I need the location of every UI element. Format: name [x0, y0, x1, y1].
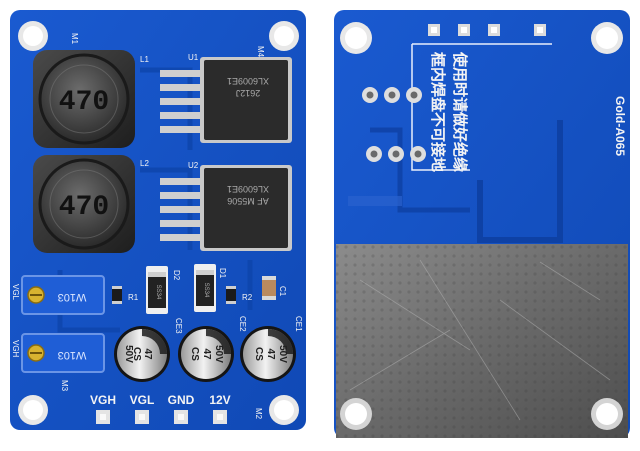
trimmer-vgl-marking: W103: [58, 291, 87, 303]
terminal-label-gnd: GND: [168, 393, 195, 407]
terminal-pads: [96, 410, 227, 424]
resistor-r1: [112, 286, 122, 304]
back-board: 框内焊盘不可接地 使用时请做好绝缘 Gold-A065: [334, 10, 630, 438]
trimmer-vgh-label: VGH: [11, 340, 20, 358]
diode-d2-ref: D2: [172, 270, 181, 281]
capacitor-c1: [262, 276, 276, 300]
back-ground-pad: [336, 244, 628, 438]
front-board: M1 M4 M3 M2 470 L1 470 L2: [10, 10, 306, 430]
cap-ce3-line2: 47: [142, 348, 153, 360]
ic-u1-marking-2: 2612J: [236, 88, 261, 98]
ic-u1-marking-1: XL6009E1: [227, 76, 269, 86]
ic-u2-marking-1: XL6009E1: [227, 184, 269, 194]
resistor-r2: [226, 286, 236, 304]
back-notice-line1: 框内焊盘不可接地: [429, 52, 447, 172]
hole-label-m3: M3: [60, 380, 69, 392]
hole-label-m4: M4: [256, 46, 265, 58]
terminal-label-vgl: VGL: [130, 393, 155, 407]
cap-ce3-ref: CE3: [174, 318, 183, 334]
cap-ce2-ref: CE2: [238, 316, 247, 332]
ic-u1: XL6009E1 2612J: [160, 57, 292, 143]
back-header-pads: [428, 24, 546, 36]
inductor-l1-value: 470: [59, 87, 109, 118]
resistor-r1-ref: R1: [128, 293, 139, 302]
back-faint-marking: [348, 196, 402, 206]
back-mounting-hole-bottom-right: [591, 398, 623, 430]
cap-ce1-line1: CS: [253, 347, 264, 361]
back-mounting-hole-bottom-left: [340, 398, 372, 430]
hole-label-m2: M2: [254, 408, 263, 420]
diode-d2-marking: SS34: [155, 285, 161, 300]
ic-u2-marking-2: AF M5506: [227, 196, 269, 206]
ic-u2: XL6009E1 AF M5506: [160, 165, 292, 251]
mounting-hole-m2: [269, 395, 299, 425]
terminal-label-12v: 12V: [209, 393, 230, 407]
cap-ce1-ref: CE1: [294, 316, 303, 332]
resistor-r2-ref: R2: [242, 293, 253, 302]
cap-ce2-line3: 50V: [213, 345, 224, 363]
electrolytic-cap-ce2: CS 47 50V: [178, 326, 234, 382]
ic-u2-ref: U2: [188, 161, 199, 170]
back-via-pads-top: [362, 87, 422, 103]
diode-d1-marking: SS34: [203, 283, 209, 298]
trimmer-vgl-label: VGL: [11, 284, 20, 301]
back-notice-line2: 使用时请做好绝缘: [451, 51, 469, 172]
diode-d2: SS34: [146, 266, 168, 314]
back-mounting-hole-top-left: [340, 22, 372, 54]
cap-ce1-line3: 50V: [277, 345, 288, 363]
inductor-l1-ref: L1: [140, 55, 149, 64]
mounting-hole-m1: [18, 21, 48, 51]
inductor-l2-value: 470: [59, 192, 109, 223]
capacitor-c1-ref: C1: [278, 286, 287, 297]
hole-label-m1: M1: [70, 33, 79, 45]
trimmer-vgh-marking: W103: [58, 349, 87, 361]
diode-d1: SS34: [194, 264, 216, 312]
mounting-hole-m3: [18, 395, 48, 425]
electrolytic-cap-ce3: CS 47 50V: [114, 326, 170, 382]
trimmer-vgh: W103: [21, 333, 105, 373]
inductor-l2: 470: [33, 155, 135, 253]
cap-ce3-line3: 50V: [123, 345, 134, 363]
back-via-pads-bottom: [366, 146, 426, 162]
cap-ce1-line2: 47: [265, 348, 276, 360]
cap-ce3-line1: CS: [131, 347, 142, 361]
back-side-label: Gold-A065: [613, 96, 627, 156]
inductor-l1: 470: [33, 50, 135, 148]
cap-ce2-line2: 47: [201, 348, 212, 360]
back-silk-frame: [370, 43, 563, 243]
cap-ce2-line1: CS: [189, 347, 200, 361]
diode-d1-ref: D1: [218, 268, 227, 279]
back-mounting-hole-top-right: [591, 22, 623, 54]
inductor-l2-ref: L2: [140, 159, 149, 168]
mounting-hole-m4: [269, 21, 299, 51]
trimmer-vgl: W103: [21, 275, 105, 315]
terminal-label-vgh: VGH: [90, 393, 116, 407]
ic-u1-ref: U1: [188, 53, 199, 62]
electrolytic-cap-ce1: CS 47 50V: [240, 326, 296, 382]
